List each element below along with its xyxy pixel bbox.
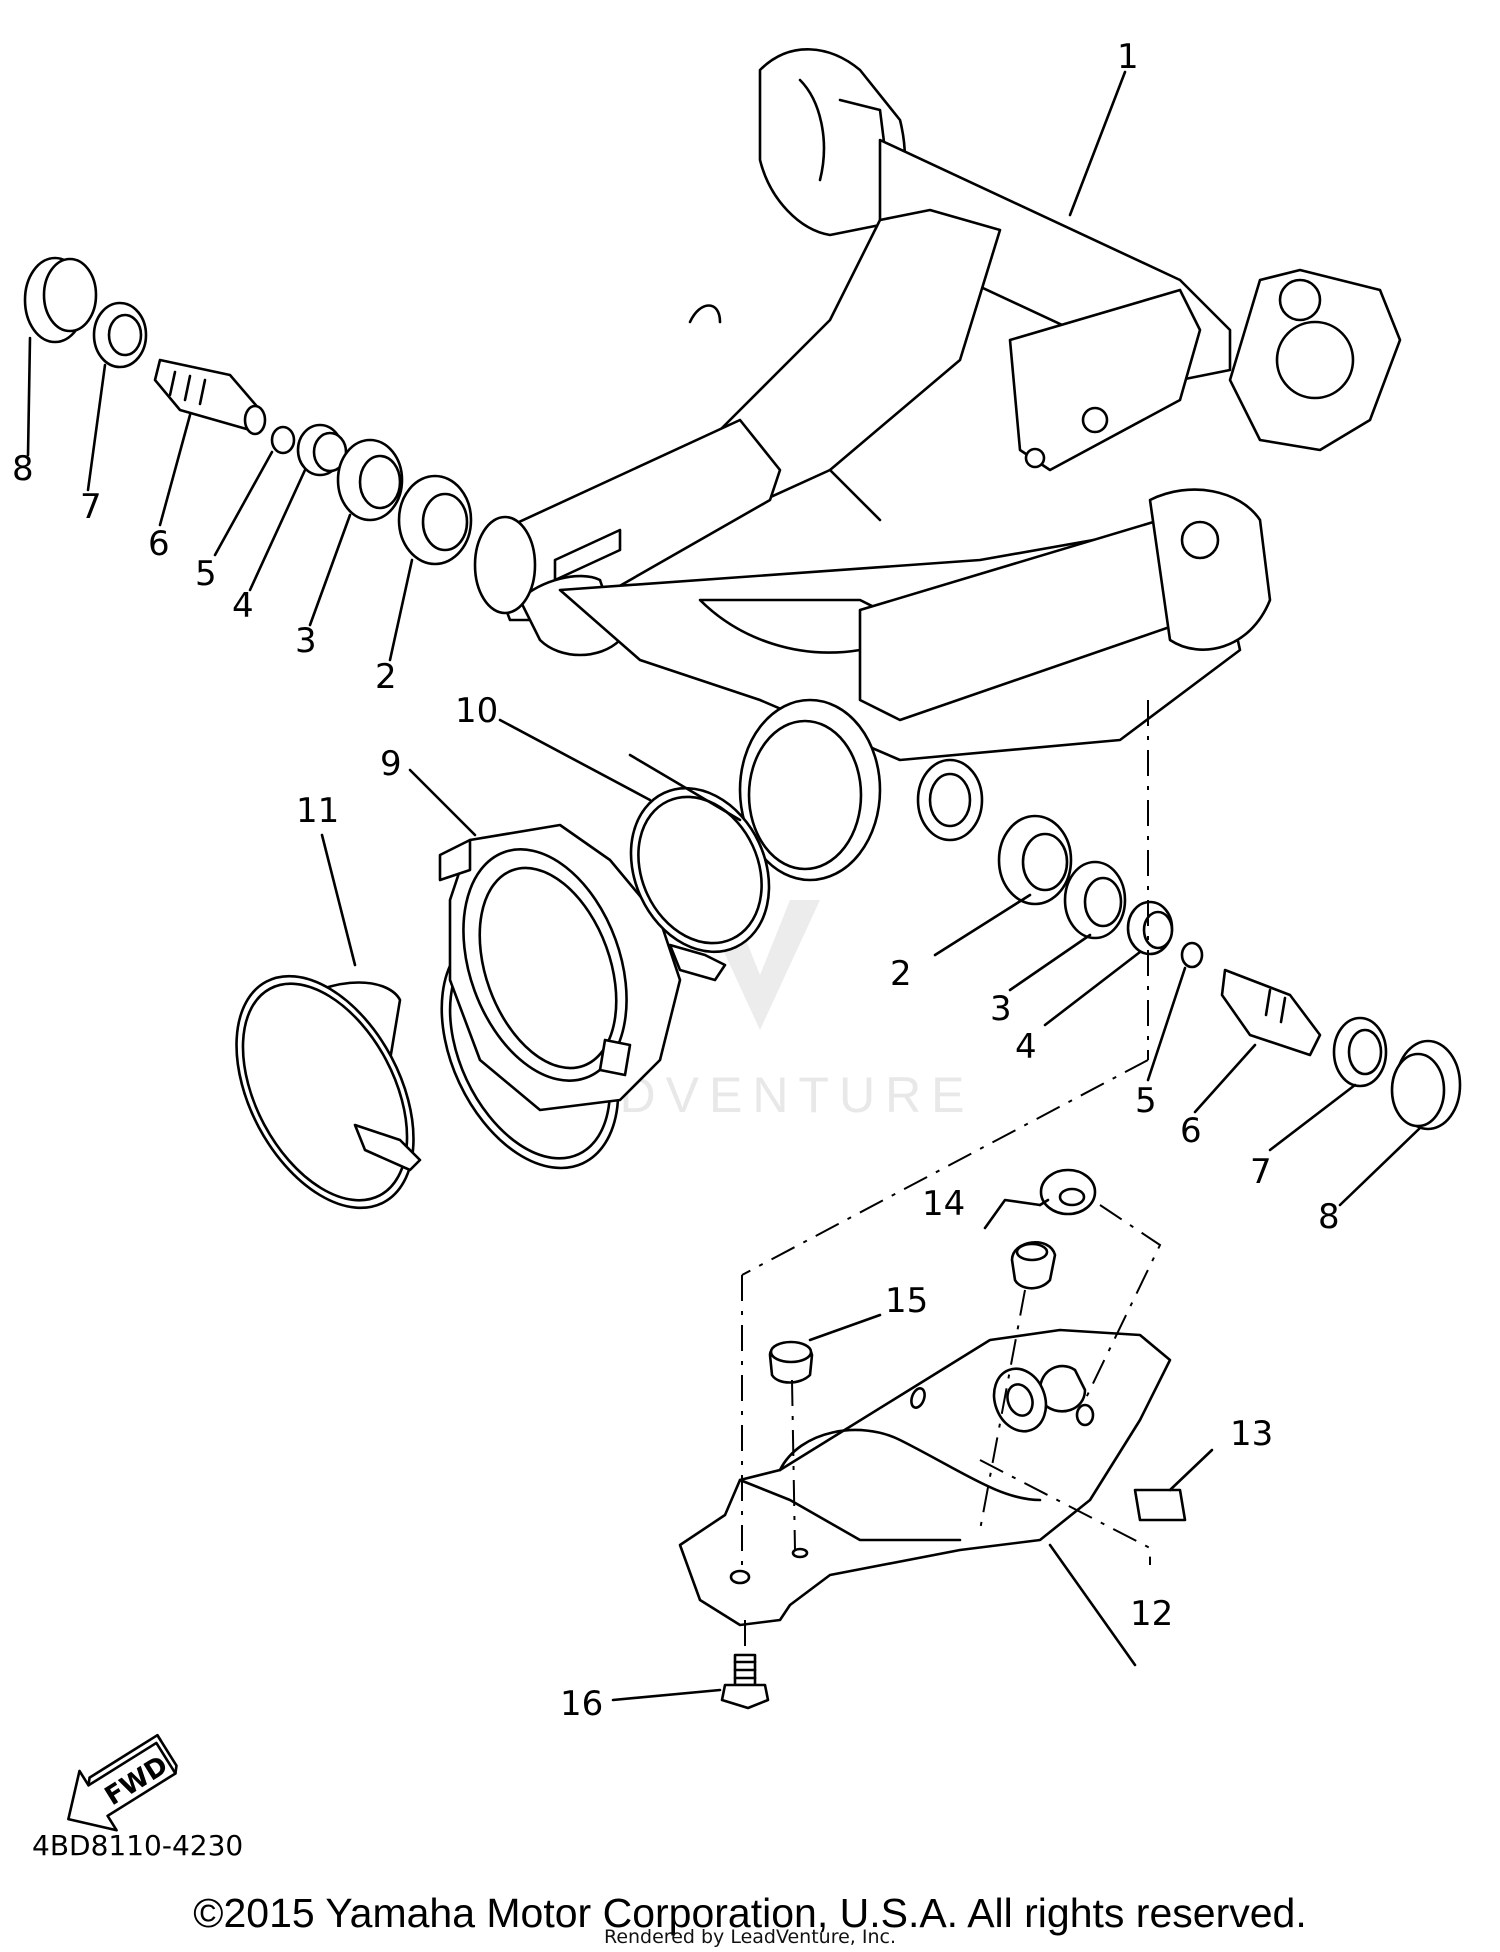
callout-7-right: 7: [1250, 1152, 1272, 1192]
callout-2-right: 2: [890, 954, 912, 994]
guard-assembly: [678, 1168, 1187, 1710]
callout-15: 15: [885, 1281, 928, 1321]
callout-14: 14: [922, 1184, 965, 1224]
callout-labels: 1 8 7 6 5 4 3 2 10 9 11 2 3 4 5 6 7 8 14…: [12, 37, 1340, 1724]
rendered-by-note: Rendered by LeadVenture, Inc.: [603, 1926, 897, 1948]
callout-13: 13: [1230, 1414, 1273, 1454]
callout-4-left: 4: [232, 586, 254, 626]
leader-lines: [26, 70, 1422, 1702]
callout-4-right: 4: [1015, 1027, 1037, 1067]
drawing-code: 4BD8110-4230: [32, 1829, 243, 1862]
callout-8-right: 8: [1318, 1197, 1340, 1237]
callout-2-left: 2: [375, 657, 397, 697]
callout-9: 9: [380, 744, 402, 784]
left-pivot-parts: [23, 256, 473, 566]
copyright-notice: ©2015 Yamaha Motor Corporation, U.S.A. A…: [193, 1890, 1307, 1936]
callout-12: 12: [1130, 1594, 1173, 1634]
callout-6-left: 6: [148, 524, 170, 564]
callout-10: 10: [455, 691, 498, 731]
swingarm: [473, 48, 1402, 882]
callout-6-right: 6: [1180, 1111, 1202, 1151]
callout-1: 1: [1117, 37, 1139, 77]
callout-5-left: 5: [195, 554, 217, 594]
boot-and-clamps: [235, 786, 771, 1210]
callout-11: 11: [296, 791, 339, 831]
callout-5-right: 5: [1135, 1081, 1157, 1121]
callout-16: 16: [560, 1684, 603, 1724]
callout-7-left: 7: [80, 487, 102, 527]
callout-8-left: 8: [12, 449, 34, 489]
right-pivot-parts: [997, 814, 1462, 1131]
callout-3-left: 3: [295, 621, 317, 661]
callout-3-right: 3: [990, 989, 1012, 1029]
